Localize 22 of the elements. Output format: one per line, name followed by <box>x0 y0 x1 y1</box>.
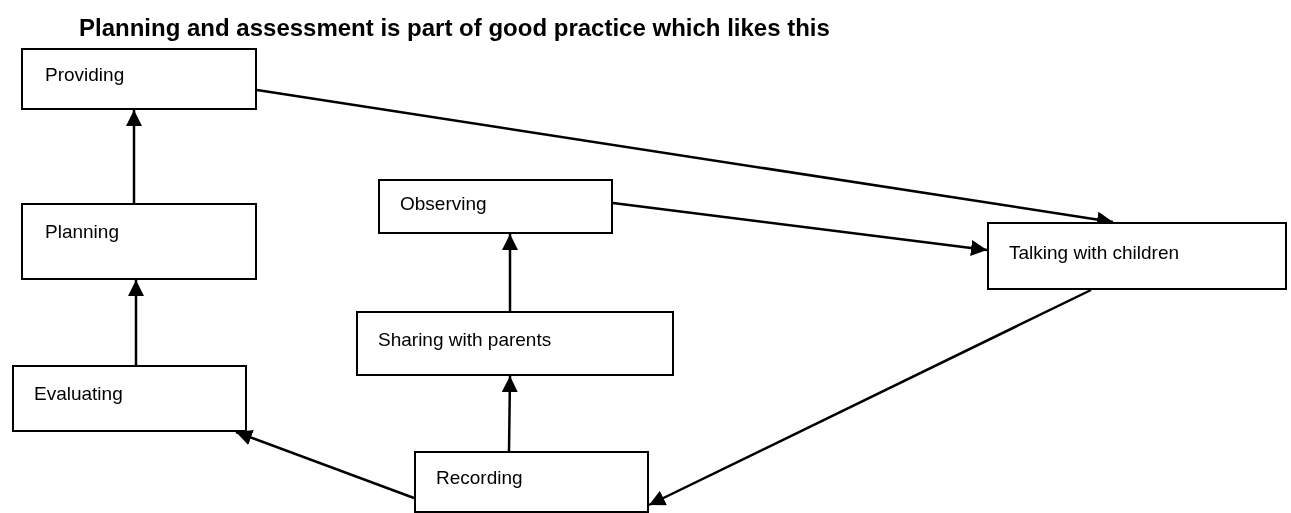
arrow <box>502 234 518 311</box>
process-box <box>987 222 1287 290</box>
process-box <box>21 203 257 280</box>
process-box <box>414 451 649 513</box>
node-label: Recording <box>436 467 523 489</box>
arrow <box>126 110 142 203</box>
arrow <box>501 376 518 451</box>
process-box <box>356 311 674 376</box>
process-box <box>378 179 613 234</box>
node-label: Observing <box>400 193 487 215</box>
arrow <box>648 288 1092 507</box>
arrow <box>128 280 144 365</box>
node-label: Planning <box>45 221 119 243</box>
node-label: Providing <box>45 64 125 86</box>
diagram-title: Planning and assessment is part of good practice which likes this <box>79 14 830 42</box>
node-label: Evaluating <box>34 383 123 405</box>
arrow <box>612 201 988 256</box>
process-box <box>21 48 257 110</box>
process-box <box>12 365 247 432</box>
node-label: Sharing with parents <box>378 329 552 351</box>
arrow <box>235 430 415 500</box>
node-label: Talking with children <box>1009 242 1180 264</box>
